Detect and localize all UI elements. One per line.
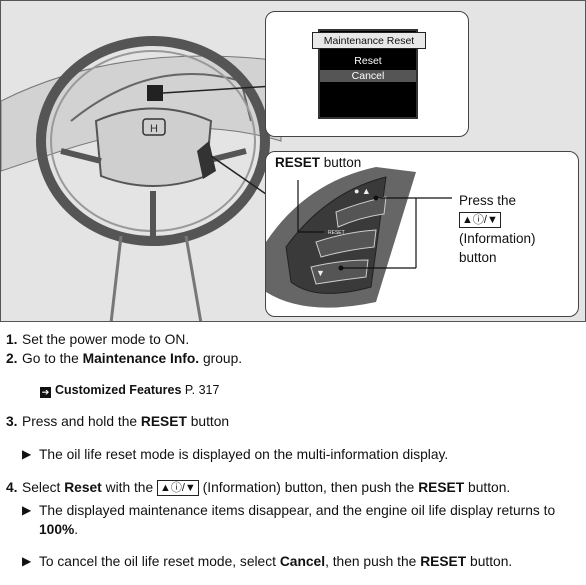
svg-text:H: H <box>150 123 158 135</box>
result-arrow-icon: ▶ <box>22 446 32 461</box>
step-4-result-2: ▶To cancel the oil life reset mode, sele… <box>22 554 513 570</box>
step-4: 4.Select Reset with the ▲ⓘ/▼ (Informatio… <box>6 479 511 496</box>
steering-wheel-illustration: H <box>1 36 322 321</box>
step-2: 2.Go to the Maintenance Info. group. <box>6 351 243 366</box>
display-option-reset: Reset <box>354 55 382 67</box>
instruction-steps: 1.Set the power mode to ON. 2.Go to the … <box>6 330 582 585</box>
info-key-glyph: ▲ⓘ/▼ <box>156 479 199 496</box>
step-1: 1.Set the power mode to ON. <box>6 332 190 347</box>
step-3: 3.Press and hold the RESET button <box>6 414 230 429</box>
instruction-figure: H Reset Cancel Maintenance Reset RESET ●… <box>0 0 586 322</box>
control-buttons-illustration: RESET ● ▲ ▼ <box>266 167 452 308</box>
svg-text:● ▲: ● ▲ <box>354 186 371 196</box>
svg-text:RESET: RESET <box>328 230 345 236</box>
info-key-glyph: ▲ⓘ/▼ <box>459 212 501 228</box>
display-option-cancel: Cancel <box>320 70 416 82</box>
reference-arrow-icon: ➔ <box>40 386 51 398</box>
information-button-label: Press the ▲ⓘ/▼ (Information) button <box>459 193 536 265</box>
svg-text:▼: ▼ <box>316 268 325 278</box>
display-title: Maintenance Reset <box>312 32 426 49</box>
customized-features-reference[interactable]: ➔Customized Features P. 317 <box>40 382 220 398</box>
display-callout: Reset Cancel Maintenance Reset <box>265 11 469 137</box>
button-callout: RESET ● ▲ ▼ <box>265 151 579 317</box>
result-arrow-icon: ▶ <box>22 554 32 569</box>
step-3-result: ▶The oil life reset mode is displayed on… <box>22 446 449 462</box>
step-4-result-1: ▶The displayed maintenance items disappe… <box>22 502 556 537</box>
result-arrow-icon: ▶ <box>22 502 32 517</box>
reset-button-label: RESET button <box>275 155 362 170</box>
